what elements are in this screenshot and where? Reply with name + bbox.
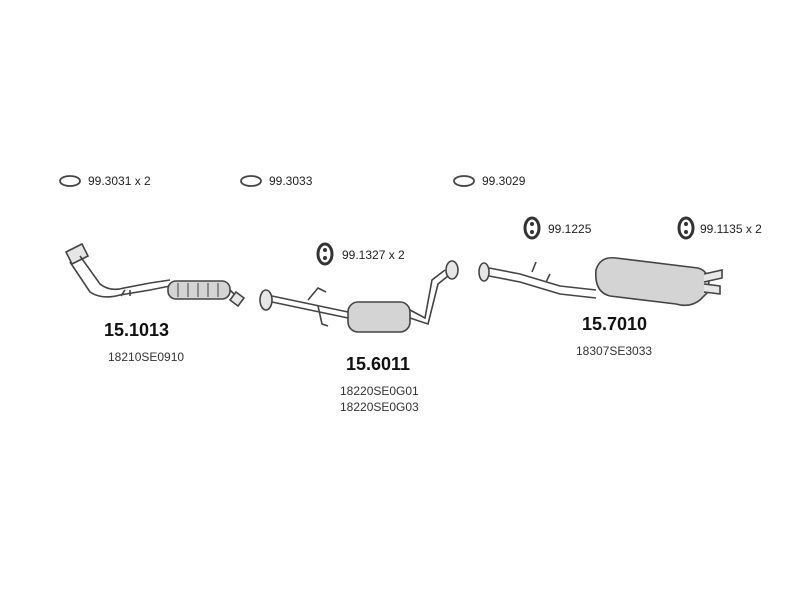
accessory-label: 99.3029: [482, 174, 526, 188]
rear-silencer-drawing: [478, 256, 723, 307]
accessory-label: 99.3031 x 2: [88, 174, 151, 188]
part-number: 15.7010: [582, 314, 648, 334]
gasket-ring-icon: [453, 175, 475, 187]
gasket-ring-icon: [59, 175, 81, 187]
accessory-label: 99.1327 x 2: [342, 248, 405, 262]
rubber-hanger-icon: [677, 216, 695, 240]
oem-code: 18307SE3033: [576, 344, 653, 358]
middle-pipe-drawing: [259, 260, 459, 333]
part-number: 15.6011: [346, 354, 411, 374]
rubber-hanger-icon: [316, 242, 334, 266]
accessory-label: 99.1225: [548, 222, 592, 236]
gasket-ring-icon: [240, 175, 262, 187]
oem-code: 18220SE0G01: [340, 384, 419, 398]
part-number: 15.1013: [104, 320, 170, 340]
accessory-label: 99.1135 x 2: [700, 222, 762, 236]
accessory-label: 99.3033: [269, 174, 313, 188]
front-pipe-drawing: [64, 242, 246, 308]
oem-code: 18220SE0G03: [340, 400, 419, 414]
oem-code: 18210SE0910: [108, 350, 185, 364]
rubber-hanger-icon: [523, 216, 541, 240]
